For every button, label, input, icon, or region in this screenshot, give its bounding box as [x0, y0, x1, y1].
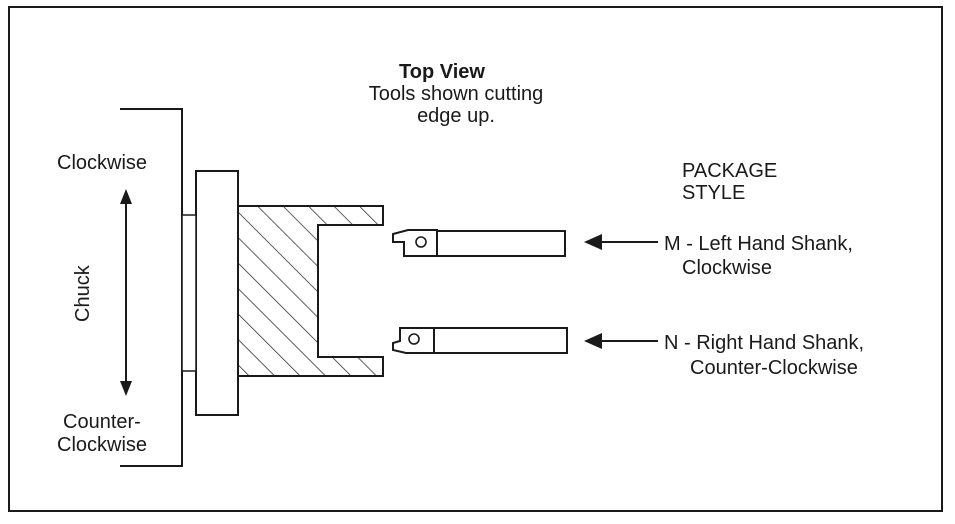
diagram-subtitle-line2: edge up.: [417, 105, 495, 127]
diagram-subtitle-line1: Tools shown cutting: [368, 83, 544, 105]
rotation-label-clockwise: Clockwise: [57, 152, 148, 174]
tool-n-right-hand-shank: [392, 327, 568, 354]
style-n-label-line1: N - Right Hand Shank,: [664, 332, 865, 354]
style-m-label-line1: M - Left Hand Shank,: [664, 233, 853, 255]
rotation-label-counter-line1: Counter-: [63, 411, 141, 433]
package-style-heading-line1: PACKAGE: [682, 160, 778, 182]
tool-m-left-hand-shank: [392, 229, 566, 257]
chuck-spindle-ring: [181, 214, 197, 372]
package-style-heading-line2: STYLE: [682, 182, 746, 204]
style-m-label-line2: Clockwise: [682, 257, 773, 279]
chuck-face-plate: [195, 170, 239, 416]
chuck-label: Chuck: [72, 265, 94, 322]
diagram-title: Top View: [399, 61, 485, 83]
rotation-label-counter-line2: Clockwise: [57, 434, 148, 456]
workpiece-section: [237, 205, 384, 377]
style-n-label-line2: Counter-Clockwise: [690, 357, 858, 379]
rotation-arrow: [120, 189, 132, 396]
diagram-frame: [8, 6, 943, 512]
